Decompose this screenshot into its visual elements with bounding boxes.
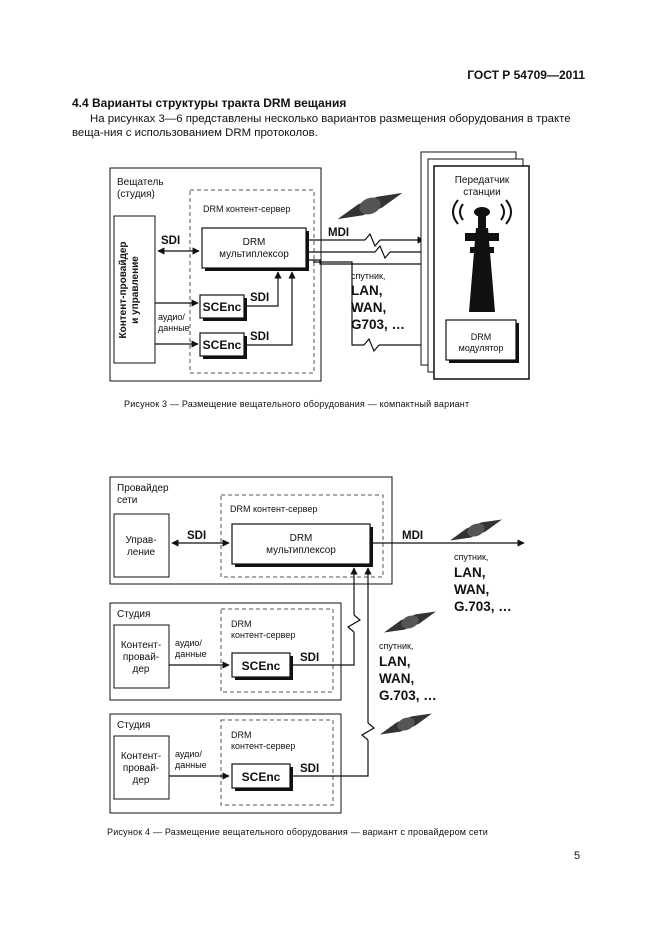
sdi1-label: SDI xyxy=(250,292,269,304)
station-label-2: станции xyxy=(463,187,500,198)
modulator-label-1: DRM xyxy=(471,332,492,342)
figure3-caption: Рисунок 3 — Размещение вещательного обор… xyxy=(124,399,470,409)
figure4-caption: Рисунок 4 — Размещение вещательного обор… xyxy=(107,827,489,837)
figure3-diagram: Вещатель (студия) DRM контент-сервер Кон… xyxy=(109,151,530,382)
scenc1-label: SCEnc xyxy=(203,300,242,314)
studio1-server-label-2: контент-сервер xyxy=(231,630,295,640)
link-label-4: G703, … xyxy=(351,317,405,332)
sdi2-link xyxy=(247,271,296,346)
studio2-scenc-label: SCEnc xyxy=(242,770,281,784)
studio1-sdi-label: SDI xyxy=(300,652,319,664)
mux-label-1: DRM xyxy=(243,237,266,248)
studio1-scenc-label: SCEnc xyxy=(242,659,281,673)
network-sdi-label: SDI xyxy=(187,530,206,542)
network-provider-label-2: сети xyxy=(117,495,137,506)
studio1-provider-label-3: дер xyxy=(133,664,150,675)
broadcaster-label-1: Вещатель xyxy=(117,177,164,188)
link-a-label-2: LAN, xyxy=(454,565,486,580)
studio2-server-label-1: DRM xyxy=(231,730,252,740)
sdi-top-label: SDI xyxy=(161,235,180,247)
scenc1-box xyxy=(199,294,245,319)
standard-header: ГОСТ Р 54709—2011 xyxy=(467,68,585,82)
network-content-server-box xyxy=(220,494,384,578)
studio2-scenc-box xyxy=(231,763,291,789)
studio2-audio-label-1: аудио/ xyxy=(175,749,202,759)
broadcaster-label-2: (студия) xyxy=(117,189,155,200)
page-number: 5 xyxy=(574,850,581,862)
network-mdi-label: MDI xyxy=(402,530,423,542)
studio2-provider-label-2: провай- xyxy=(123,763,159,774)
mux-label-2: мультиплексор xyxy=(219,249,289,260)
sdi2-label: SDI xyxy=(250,331,269,343)
link-a-label-1: спутник, xyxy=(454,552,488,562)
studio2-title: Студия xyxy=(117,720,150,731)
content-provider-box xyxy=(113,215,156,364)
modulator-label-2: модулятор xyxy=(459,343,504,353)
tower-icon xyxy=(452,199,512,312)
studio2-audio-label-2: данные xyxy=(175,760,207,770)
network-mux-box xyxy=(231,523,371,565)
mdi-label: MDI xyxy=(328,227,349,239)
studio2-server-label-2: контент-сервер xyxy=(231,741,295,751)
control-label-1: Управ- xyxy=(125,535,156,546)
studio1-provider-box xyxy=(113,624,170,689)
link-a-label-3: WAN, xyxy=(454,582,489,597)
section-paragraph: На рисунках 3—6 представлены несколько в… xyxy=(72,113,571,139)
link-label-3: WAN, xyxy=(351,300,386,315)
content-server-label: DRM контент-сервер xyxy=(203,204,290,214)
studio1-audio-label-2: данные xyxy=(175,649,207,659)
figure4-diagram: Провайдер сети DRM контент-сервер Управ-… xyxy=(109,476,525,814)
link-b-label-1: спутник, xyxy=(379,641,413,651)
studio2-provider-box xyxy=(113,735,170,800)
link-label-2: LAN, xyxy=(351,283,383,298)
studio1-server-label-1: DRM xyxy=(231,619,252,629)
control-label-2: ление xyxy=(127,547,156,558)
satellite-icon-c xyxy=(380,713,432,735)
content-provider-label-2: и управление xyxy=(130,256,141,324)
satellite-icon-b xyxy=(384,611,436,633)
network-mux-label-2: мультиплексор xyxy=(266,545,336,556)
studio2-server-box xyxy=(220,719,334,806)
link-a-label-4: G.703, … xyxy=(454,599,512,614)
network-mux-label-1: DRM xyxy=(290,533,313,544)
control-box xyxy=(113,513,170,578)
studio2-uplink xyxy=(293,740,369,777)
content-provider-label-1: Контент-провайдер xyxy=(118,242,129,339)
modulator-box xyxy=(445,319,517,361)
audio-label-2: данные xyxy=(158,323,190,333)
studio1-provider-label-1: Контент- xyxy=(121,640,161,651)
sdi1-link xyxy=(247,271,282,307)
studio1-audio-label-1: аудио/ xyxy=(175,638,202,648)
station-label-1: Передатчик xyxy=(455,175,510,186)
satellite-icon-a xyxy=(450,519,502,541)
studio1-scenc-box xyxy=(231,652,291,678)
scenc2-label: SCEnc xyxy=(203,338,242,352)
studio1-provider-label-2: провай- xyxy=(123,652,159,663)
link-b-label-3: WAN, xyxy=(379,671,414,686)
studio1-title: Студия xyxy=(117,609,150,620)
studio1-uplink xyxy=(293,632,355,666)
scenc2-box xyxy=(199,332,245,357)
audio-label-1: аудио/ xyxy=(158,312,185,322)
studio1-server-box xyxy=(220,608,334,693)
link-label-1: спутник, xyxy=(351,271,385,281)
satellite-icon xyxy=(337,192,403,220)
studio2-sdi-label: SDI xyxy=(300,763,319,775)
link-b-label-4: G.703, … xyxy=(379,688,437,703)
studio2-provider-label-1: Контент- xyxy=(121,751,161,762)
network-provider-label-1: Провайдер xyxy=(117,483,169,494)
link-b-label-2: LAN, xyxy=(379,654,411,669)
studio2-provider-label-3: дер xyxy=(133,775,150,786)
mux-box xyxy=(201,227,307,269)
section-title: 4.4 Варианты структуры тракта DRM вещани… xyxy=(72,96,347,110)
network-content-server-label: DRM контент-сервер xyxy=(230,504,317,514)
